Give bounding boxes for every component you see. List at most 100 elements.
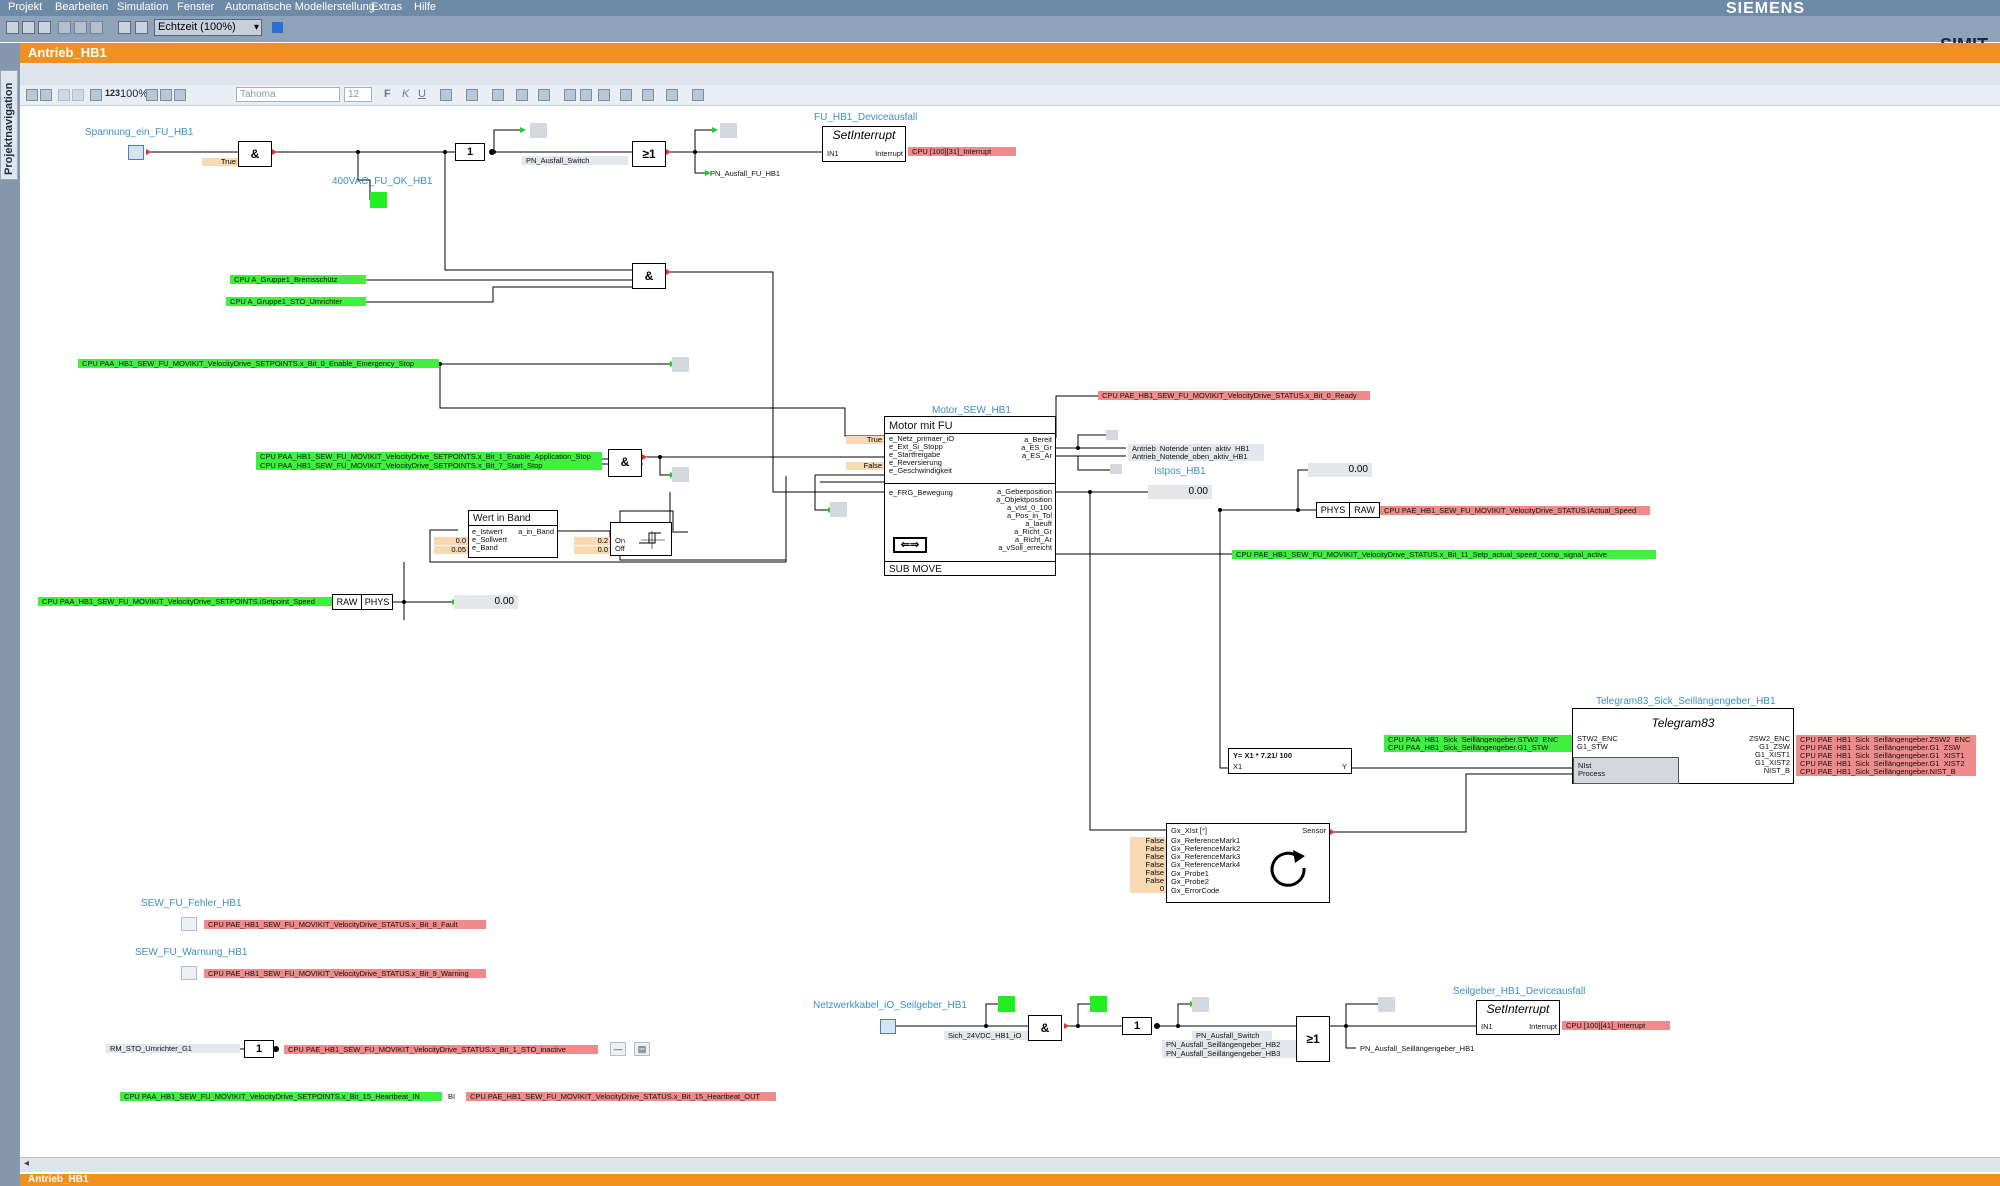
hysteresis-icon [639,531,665,549]
menu-fenster[interactable]: Fenster [177,1,215,13]
underline-button[interactable]: U [418,88,426,100]
indicator-1[interactable] [530,123,547,138]
undo-icon[interactable] [58,89,70,101]
setpoint-value[interactable]: 0.00 [454,595,518,609]
connector-icon[interactable] [692,89,704,101]
font-color-icon[interactable] [492,89,504,101]
or-gate-1[interactable]: ≥1 [632,141,666,167]
menu-hilfe[interactable]: Hilfe [414,1,437,13]
menu-bearbeiten[interactable]: Bearbeiten [55,1,109,13]
motor-false-constant: False [846,462,884,470]
save-icon[interactable] [38,21,51,34]
indicator-6[interactable] [672,467,689,482]
encoder-const-4: False [1130,861,1166,869]
istpos-value[interactable]: 0.00 [1148,485,1212,499]
telegram83-block[interactable]: Telegram83 STW2_ENC G1_STW NIst Process … [1572,708,1794,784]
fill-color-icon[interactable] [440,89,452,101]
align-left-icon[interactable] [620,89,632,101]
print-icon[interactable] [40,89,52,101]
menu-bar: Projekt Bearbeiten Simulation Fenster Au… [0,0,2000,17]
netzwerk-indicator-4[interactable] [1378,997,1395,1012]
stop-simulation-button[interactable] [272,22,283,33]
indicator-7[interactable] [830,502,847,517]
in1-port-2: IN1 [1481,1022,1493,1031]
group-icon[interactable] [564,89,576,101]
editor-tab[interactable]: Antrieb_HB1 [20,43,2000,63]
redo-icon[interactable] [72,89,84,101]
motor-block[interactable]: Motor mit FU e_Netz_primaer_iO e_Ext_Si_… [884,416,1056,576]
telegram-g1-zsw-signal: CPU PAE_HB1_Sick_Seillängengeber.G1_ZSW [1796,743,1976,752]
phys-raw-block-raw[interactable]: RAW [1349,502,1380,518]
one-gate-2[interactable]: 1 [1122,1017,1152,1035]
indicator-5[interactable] [1110,464,1122,474]
paste-icon[interactable] [90,21,103,34]
line-color-icon[interactable] [466,89,478,101]
zoom-in-icon[interactable] [174,89,186,101]
new-project-icon[interactable] [6,21,19,34]
grid-icon[interactable] [90,89,102,101]
and-gate-3[interactable]: & [608,449,642,477]
rotate-icon[interactable] [598,89,610,101]
indicator-2[interactable] [720,123,737,138]
encoder-block[interactable]: Gx_XIst [°] Gx_ReferenceMark1 Gx_Referen… [1166,823,1330,903]
fu-ok-indicator[interactable] [370,192,387,208]
netzwerk-indicator-2[interactable] [1090,996,1107,1012]
minus-icon[interactable]: — [610,1042,626,1056]
indicator-3[interactable] [672,357,689,372]
save-icon[interactable] [26,89,38,101]
indicator-4[interactable] [1106,430,1118,440]
menu-simulation[interactable]: Simulation [117,1,169,13]
italic-button[interactable]: K [402,88,410,100]
line-style-icon[interactable] [516,89,528,101]
font-family-select[interactable]: Tahoma [236,87,340,102]
horizontal-scrollbar[interactable]: ◂ [20,1157,2000,1172]
formula-block[interactable]: Y= X1 * 7.21/ 100 X1 Y [1228,748,1352,774]
and-gate-4[interactable]: & [1028,1015,1062,1041]
menu-extras[interactable]: Extras [371,1,403,13]
netzwerk-indicator-1[interactable] [998,996,1015,1012]
bottom-editor-tab[interactable]: Antrieb_HB1 [20,1174,2000,1186]
fehler-indicator[interactable] [181,917,197,931]
snapshot-icon[interactable] [135,21,148,34]
netzwerk-switch[interactable] [880,1019,896,1034]
pause-icon[interactable] [118,21,131,34]
raw-phys-block-phys[interactable]: PHYS [361,594,393,610]
project-navigation-tab[interactable]: Projektnavigation [0,70,18,180]
actual-value[interactable]: 0.00 [1308,463,1372,477]
setinterrupt-block-2[interactable]: SetInterrupt IN1 Interrupt [1476,1000,1560,1035]
encoder-input-6: Gx_Probe1 [1171,869,1209,878]
align-center-icon[interactable] [642,89,654,101]
bold-button[interactable]: F [384,88,391,100]
zoom-level[interactable]: 100% [120,88,149,100]
zoom-out-icon[interactable] [160,89,172,101]
ungroup-icon[interactable] [580,89,592,101]
simulation-speed-select[interactable]: Echtzeit (100%) [154,19,262,36]
font-size-select[interactable]: 12 [344,87,372,102]
one-gate-rm[interactable]: 1 [244,1040,274,1058]
cut-icon[interactable] [58,21,71,34]
hysteresis-block[interactable]: On Off [610,522,672,556]
phys-raw-block-phys[interactable]: PHYS [1316,502,1350,518]
open-project-icon[interactable] [22,21,35,34]
or-gate-2[interactable]: ≥1 [1296,1016,1330,1062]
and-gate-2[interactable]: & [632,263,666,289]
and-gate-1[interactable]: & [238,141,272,167]
one-gate-1[interactable]: 1 [455,143,485,161]
wert-in-band-block[interactable]: Wert in Band e_Istwert e_Sollwert e_Band… [468,510,558,558]
scroll-left-icon[interactable]: ◂ [24,1158,30,1169]
menu-projekt[interactable]: Projekt [8,1,43,13]
netzwerk-indicator-3[interactable] [1192,997,1209,1012]
zoom-dropdown-icon[interactable] [146,89,158,101]
line-width-icon[interactable] [538,89,550,101]
copy-icon[interactable] [74,21,87,34]
hyst-const-2: 0.0 [574,546,610,554]
warnung-indicator[interactable] [181,966,197,980]
spannung-switch[interactable] [128,145,144,160]
setinterrupt-block-1[interactable]: SetInterrupt IN1 Interrupt [822,126,906,162]
bottom-tab-title: Antrieb_HB1 [28,1174,89,1185]
distribute-icon[interactable] [666,89,678,101]
display-icon[interactable]: ▤ [634,1042,650,1056]
raw-phys-block-raw[interactable]: RAW [332,594,362,610]
counter-label[interactable]: 123 [105,88,121,98]
menu-automatische-modellerstellung[interactable]: Automatische Modellerstellung [225,1,375,13]
